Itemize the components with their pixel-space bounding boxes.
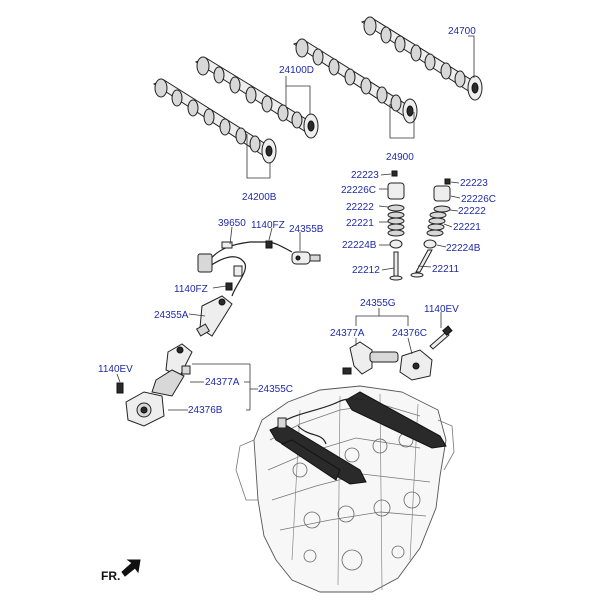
label-24700: 24700 [448,26,476,37]
label-24355G: 24355G [360,298,396,309]
bolt-1140FZ-mid [225,282,233,291]
label-22212: 22212 [352,265,380,276]
sensor-24355B [291,251,321,265]
leader-24355A [188,313,206,317]
label-22222-right: 22222 [458,206,486,217]
label-22223-left: 22223 [351,170,379,181]
label-24377A-left: 24377A [205,377,240,388]
label-24200B: 24200B [242,192,277,203]
label-24100D: 24100D [279,65,314,76]
label-22224B-left: 22224B [342,240,377,251]
label-1140EV-left: 1140EV [98,364,133,375]
engine-harness [277,398,365,445]
label-24377A-right: 24377A [330,328,365,339]
label-22224B-right: 22224B [446,243,481,254]
label-24376B: 24376B [188,405,223,416]
label-22211: 22211 [432,264,460,275]
camshaft-24200B [152,78,277,164]
label-22226C-right: 22226C [461,194,496,205]
label-24355A: 24355A [154,310,189,321]
valve-right-leaders [417,181,461,268]
camshaft-24900 [292,38,418,124]
label-39650: 39650 [218,218,246,229]
label-24355C: 24355C [258,384,293,395]
housing-24376C [399,349,433,381]
solenoid-24355A [195,295,233,337]
label-22221-right: 22221 [453,222,481,233]
harness-39650 [197,241,293,297]
camshaft-leaders [246,35,475,179]
label-24900: 24900 [386,152,414,163]
bolt-1140EV-right [429,325,453,350]
harness-leaders [212,226,301,289]
label-22222-left: 22222 [346,202,374,213]
camshaft-24700 [360,16,483,101]
valve-stack-left [387,170,405,281]
label-24355B: 24355B [289,224,324,235]
solenoid-24355C [151,343,193,397]
engine-block [235,385,455,593]
front-label: FR. [101,569,120,583]
group-24355G-leaders [355,308,442,355]
engine-cam-covers [269,391,447,485]
label-1140EV-right: 1140EV [424,304,459,315]
camshaft-24100D [194,56,319,139]
label-1140FZ-mid: 1140FZ [174,284,208,295]
label-1140FZ-top: 1140FZ [251,220,285,231]
label-24376C: 24376C [392,328,427,339]
group-24355C-leaders [116,363,258,411]
solenoid-24377A-right [342,341,399,375]
valve-stack-right [410,178,451,278]
label-22223-right: 22223 [460,178,488,189]
bolt-1140EV-left [116,382,124,394]
valve-left-leaders [378,173,395,271]
housing-24376B [125,391,165,427]
label-22226C-left: 22226C [341,185,376,196]
label-22221-left: 22221 [346,218,374,229]
front-direction-arrow-icon [121,559,141,577]
bolt-1140FZ-top [265,240,273,249]
